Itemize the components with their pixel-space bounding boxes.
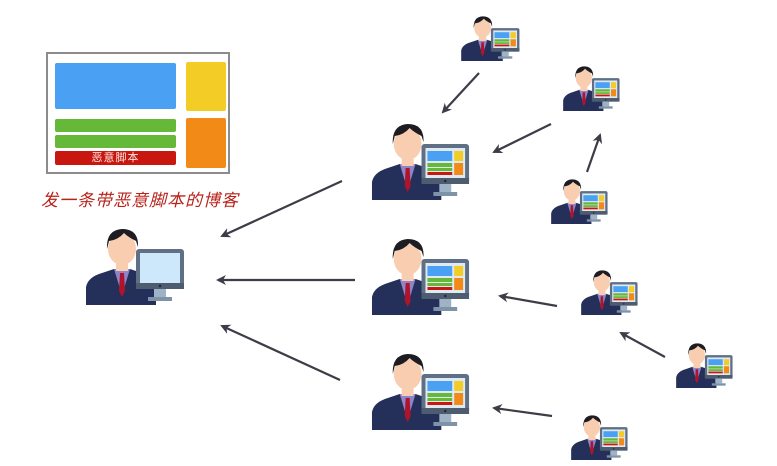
victim-user <box>370 235 475 315</box>
computer-monitor-icon <box>136 249 184 301</box>
computer-monitor-icon <box>591 78 620 109</box>
victim-user <box>370 120 475 200</box>
arrow-victim-3-to-attacker <box>220 324 341 382</box>
computer-monitor-icon <box>421 144 470 196</box>
computer-monitor-icon <box>421 374 470 426</box>
arrow-victim-1b-to-victim-1 <box>492 123 552 153</box>
computer-monitor-icon <box>421 259 470 311</box>
victim-user <box>460 14 523 61</box>
arrow-victim-3a-to-victim-3 <box>492 404 553 418</box>
blog-text-line <box>55 135 176 148</box>
arrow-victim-2a-to-victim-2 <box>498 292 558 308</box>
blog-sidebar-block <box>186 62 226 111</box>
victim-user <box>370 350 475 430</box>
victim-user <box>580 268 641 315</box>
computer-monitor-icon <box>599 427 628 458</box>
computer-monitor-icon <box>490 28 520 59</box>
blog-sidebar-block <box>186 118 226 168</box>
person-icon <box>371 239 442 315</box>
computer-monitor-icon <box>704 355 733 386</box>
blog-content-block <box>55 63 176 109</box>
malicious-blog-post: 恶意脚本 <box>46 52 230 174</box>
computer-monitor-icon <box>609 282 638 313</box>
victim-user <box>570 413 631 460</box>
victim-user <box>675 341 736 388</box>
arrow-victim-1a-to-victim-1 <box>441 72 480 114</box>
malicious-script-block: 恶意脚本 <box>55 151 176 165</box>
blog-post-caption: 发一条带恶意脚本的博客 <box>41 191 239 211</box>
computer-monitor-icon <box>579 191 608 222</box>
arrow-victim-1c-to-victim-1b <box>585 133 603 173</box>
blog-text-line <box>55 119 176 132</box>
victim-user <box>550 177 611 224</box>
victim-user <box>562 64 623 111</box>
attacker-user <box>84 225 190 305</box>
arrow-victim-2b-to-victim-2a <box>619 332 666 358</box>
arrow-victim-1-to-attacker <box>220 180 343 238</box>
